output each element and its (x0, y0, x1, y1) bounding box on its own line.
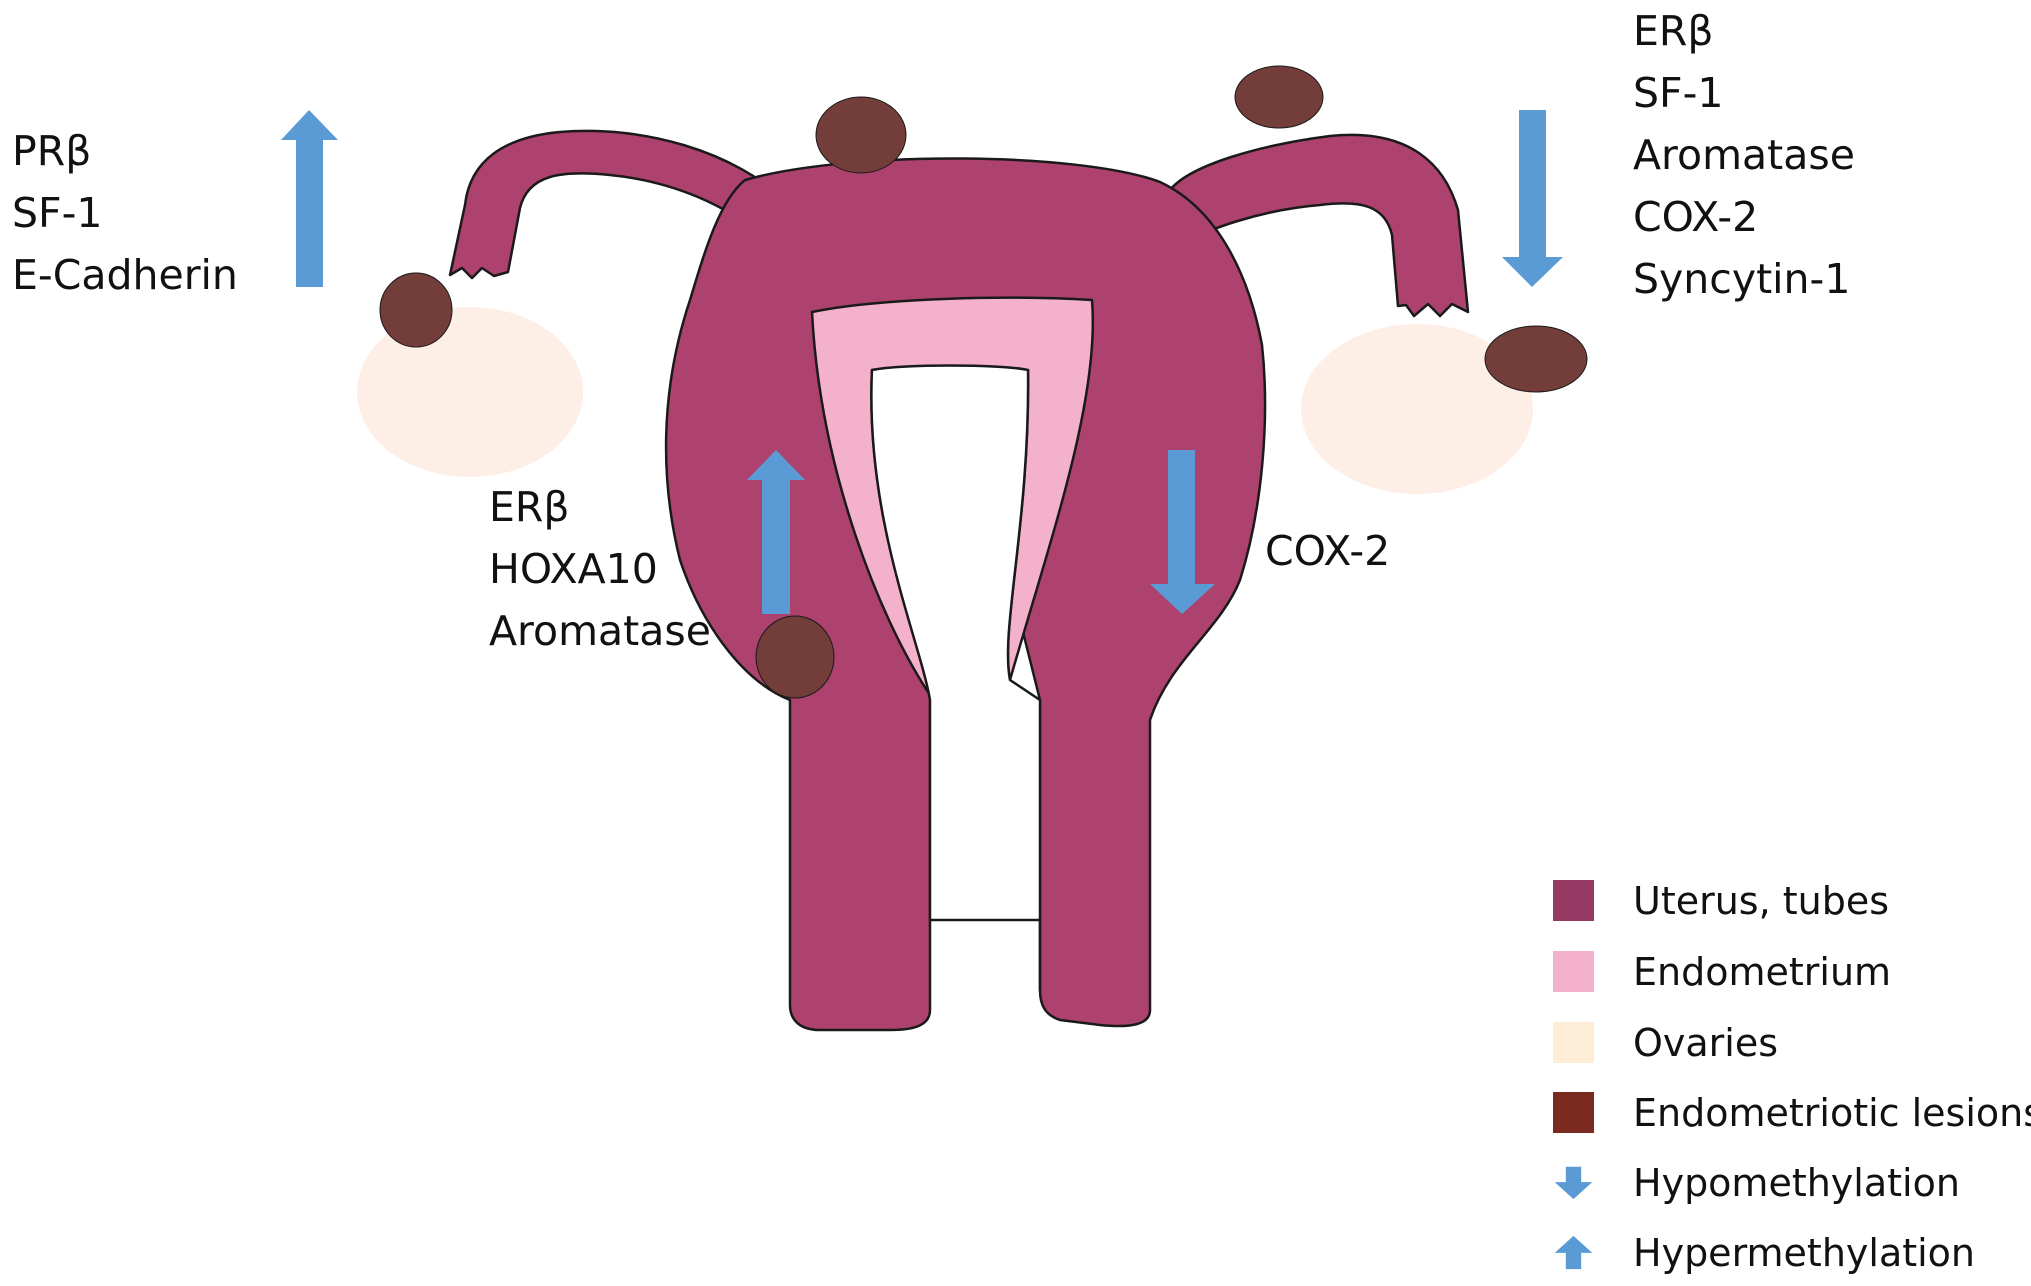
gene-label: Syncytin-1 (1633, 255, 1851, 303)
legend-label: Hypermethylation (1633, 1231, 1976, 1275)
square-swatch-icon (1553, 1092, 1594, 1133)
left-fallopian-tube (448, 129, 792, 280)
label-middle-right: COX-2 (1265, 520, 1390, 582)
legend-item: Hypermethylation (1553, 1223, 2023, 1283)
legend-label: Ovaries (1633, 1021, 1779, 1065)
gene-label: COX-2 (1265, 527, 1391, 575)
gene-label: ERβ (1633, 7, 1714, 55)
lesion-right-ovary (1484, 325, 1588, 393)
hypermethylation-arrow-middle-left (747, 450, 805, 614)
hypermethylation-arrow-top-left (281, 110, 338, 287)
gene-label: HOXA10 (489, 545, 658, 593)
legend-item: Endometriotic lesions (1553, 1083, 2031, 1143)
gene-label: SF-1 (12, 189, 103, 237)
lesion-left-ovary (379, 272, 453, 348)
swatch-endometrium (1553, 951, 1594, 992)
swatch-uterus (1553, 880, 1594, 921)
uterine-cavity (870, 364, 1042, 992)
gene-label: E-Cadherin (12, 251, 238, 299)
arrow-up-icon (1554, 1235, 1593, 1270)
right-fallopian-tube (1168, 133, 1470, 318)
swatch-lesions (1553, 1092, 1594, 1133)
legend-label: Endometrium (1633, 950, 1892, 994)
gene-label: COX-2 (1633, 193, 1759, 241)
swatch-ovaries (1553, 1022, 1594, 1063)
arrow-down-icon (1554, 1166, 1593, 1200)
legend-item: Endometrium (1553, 942, 2023, 1002)
lesion-uterus-side (755, 615, 835, 699)
lesion-top-right (1234, 65, 1324, 129)
gene-label: SF-1 (1633, 69, 1724, 117)
square-swatch-icon (1553, 1022, 1594, 1063)
legend-item: Uterus, tubes (1553, 871, 2023, 931)
arrow-down-shape (1554, 1166, 1593, 1200)
lesion-top-uterus (815, 96, 907, 174)
square-swatch-icon (1553, 951, 1594, 992)
arrow-up-shape (1554, 1235, 1593, 1270)
gene-label: Aromatase (489, 607, 711, 655)
left-ovary (357, 307, 583, 477)
gene-label: PRβ (12, 127, 92, 175)
hypomethylation-arrow-middle-right (1150, 450, 1215, 614)
legend-label: Uterus, tubes (1633, 879, 1890, 923)
gene-label: ERβ (489, 483, 570, 531)
legend-item: Hypomethylation (1553, 1153, 2023, 1213)
label-top-right: ERβ SF-1 Aromatase COX-2 Syncytin-1 (1633, 0, 1855, 310)
right-ovary (1301, 324, 1533, 494)
hypomethylation-arrow-top-right (1502, 110, 1563, 287)
label-middle-left: ERβ HOXA10 Aromatase (489, 476, 711, 662)
legend-item: Ovaries (1553, 1013, 2023, 1073)
gene-label: Aromatase (1633, 131, 1855, 179)
label-top-left: PRβ SF-1 E-Cadherin (12, 120, 238, 306)
square-swatch-icon (1553, 880, 1594, 921)
legend-label: Endometriotic lesions (1633, 1091, 2031, 1135)
legend-label: Hypomethylation (1633, 1161, 1960, 1205)
